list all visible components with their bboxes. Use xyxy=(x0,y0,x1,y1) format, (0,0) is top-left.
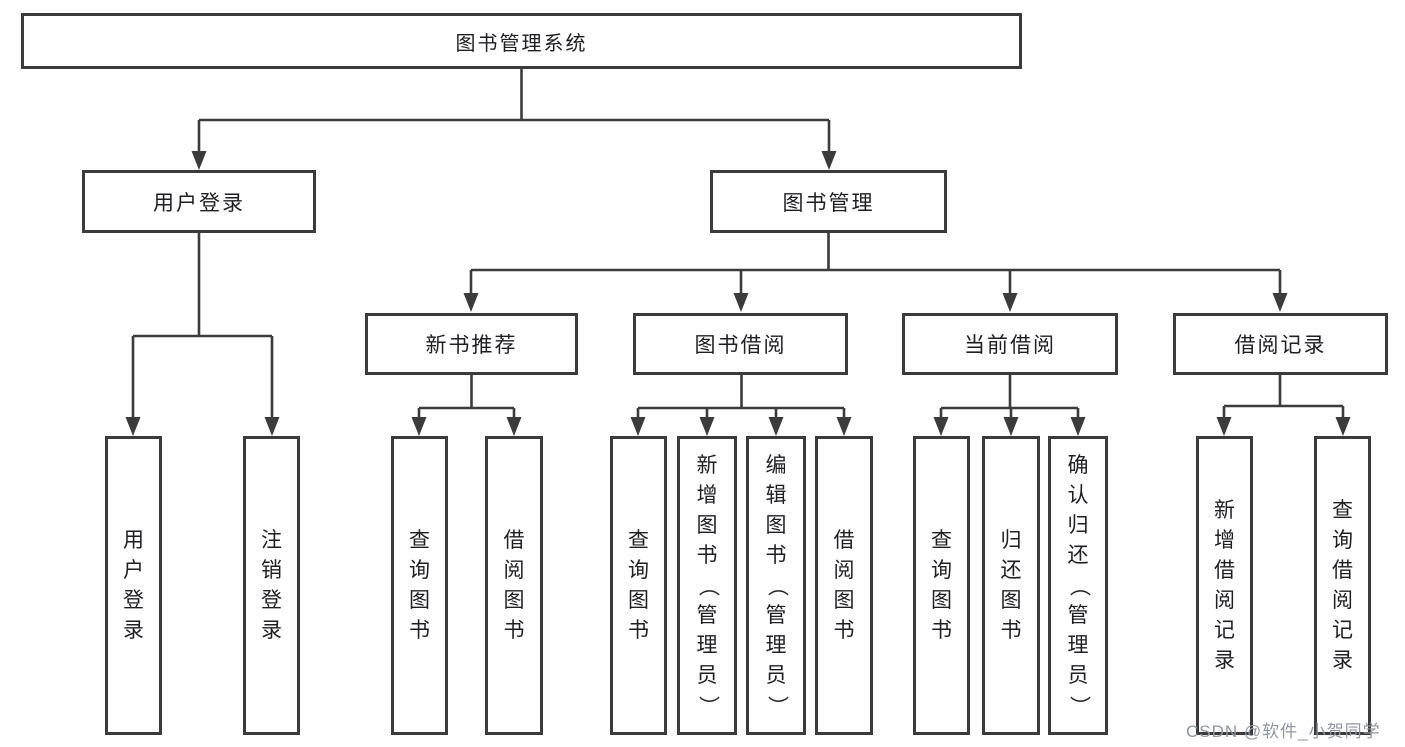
leaf-search-borrow-record-label: 查询借阅记录 xyxy=(1332,498,1353,672)
node-borrowing-records: 借阅记录 xyxy=(1173,313,1388,375)
leaf-search-books-current: 查询图书 xyxy=(913,436,970,735)
leaf-borrow-books-recommend: 借阅图书 xyxy=(485,436,543,735)
leaf-add-book-admin-label: 新增图书（管理员） xyxy=(696,453,719,717)
leaf-logout-label: 注销登录 xyxy=(261,528,282,642)
leaf-search-books-current-label: 查询图书 xyxy=(931,528,952,642)
leaf-add-borrow-record-label: 新增借阅记录 xyxy=(1214,498,1235,672)
node-library-system: 图书管理系统 xyxy=(21,13,1022,69)
leaf-search-books-borrowing: 查询图书 xyxy=(610,436,667,735)
leaf-search-books-recommend: 查询图书 xyxy=(391,436,448,735)
node-borrowing-records-label: 借阅记录 xyxy=(1234,334,1327,357)
node-book-borrowing-label: 图书借阅 xyxy=(694,334,787,357)
leaf-search-books-recommend-label: 查询图书 xyxy=(409,528,430,642)
node-library-system-label: 图书管理系统 xyxy=(455,32,588,55)
leaf-logout: 注销登录 xyxy=(243,436,300,735)
node-user-login-label: 用户登录 xyxy=(153,191,245,215)
leaf-edit-book-admin: 编辑图书（管理员） xyxy=(746,436,806,735)
node-current-borrowing: 当前借阅 xyxy=(902,313,1118,375)
node-book-borrowing: 图书借阅 xyxy=(633,313,848,375)
node-new-book-recommend-label: 新书推荐 xyxy=(425,334,518,357)
leaf-return-book-label: 归还图书 xyxy=(1000,528,1022,642)
leaf-confirm-return-admin-label: 确认归还（管理员） xyxy=(1067,453,1090,717)
leaf-search-books-borrowing-label: 查询图书 xyxy=(628,528,649,642)
leaf-user-login: 用户登录 xyxy=(105,436,162,735)
node-user-login: 用户登录 xyxy=(82,170,316,233)
leaf-return-book: 归还图书 xyxy=(982,436,1040,735)
leaf-confirm-return-admin: 确认归还（管理员） xyxy=(1048,436,1108,735)
connector-arrowheads xyxy=(125,151,1351,436)
leaf-search-borrow-record: 查询借阅记录 xyxy=(1314,436,1371,735)
node-book-management-label: 图书管理 xyxy=(782,191,875,215)
node-new-book-recommend: 新书推荐 xyxy=(365,313,578,375)
watermark: CSDN @软件_小贺同学 xyxy=(1186,722,1381,741)
node-current-borrowing-label: 当前借阅 xyxy=(964,334,1056,357)
leaf-borrow-books-borrowing: 借阅图书 xyxy=(815,436,873,735)
leaf-borrow-books-borrowing-label: 借阅图书 xyxy=(833,528,855,642)
node-book-management: 图书管理 xyxy=(710,170,947,233)
leaf-user-login-label: 用户登录 xyxy=(123,528,144,642)
leaf-add-book-admin: 新增图书（管理员） xyxy=(677,436,737,735)
leaf-borrow-books-recommend-label: 借阅图书 xyxy=(503,528,525,642)
leaf-add-borrow-record: 新增借阅记录 xyxy=(1196,436,1253,735)
leaf-edit-book-admin-label: 编辑图书（管理员） xyxy=(765,453,788,717)
connector-lines xyxy=(131,69,1345,419)
